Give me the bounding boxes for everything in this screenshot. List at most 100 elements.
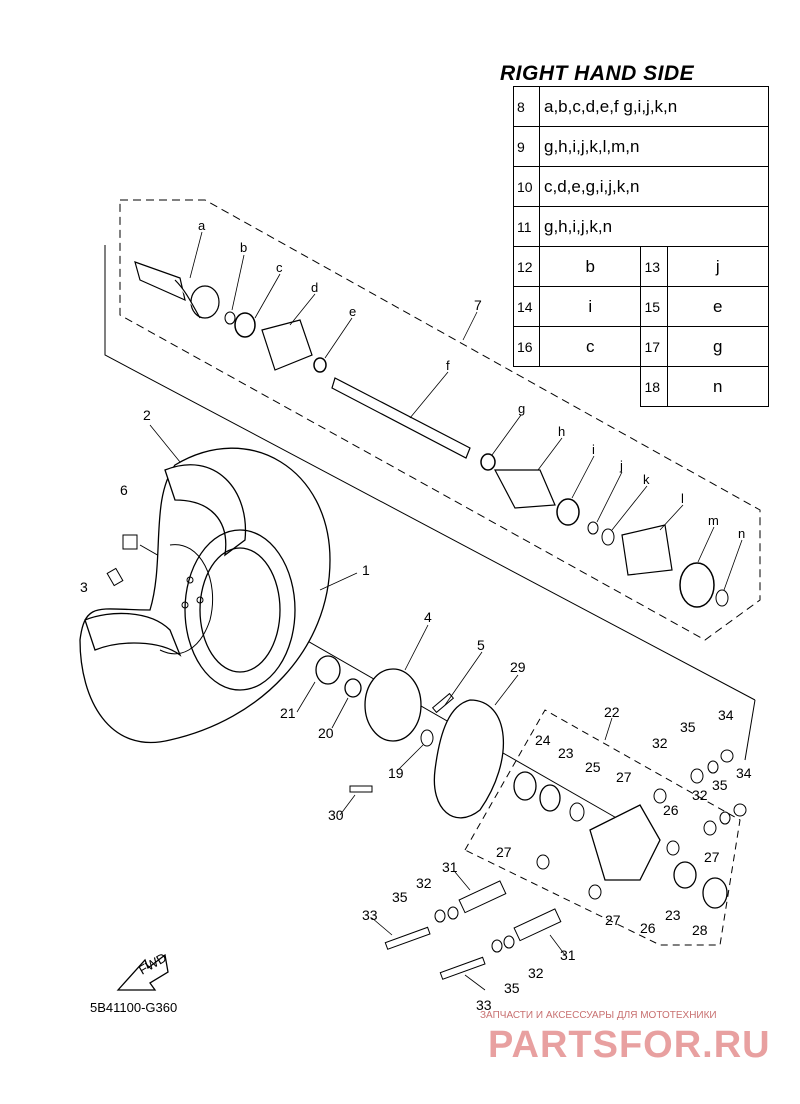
legend-row: 12 b 13 j (513, 246, 770, 287)
o-ring-19 (420, 729, 434, 747)
circlip-j (587, 521, 599, 535)
legend-num: 18 (640, 366, 668, 407)
svg-text:1: 1 (362, 562, 370, 578)
hub-4 (364, 668, 422, 742)
boot-h (494, 469, 556, 509)
shaft-f (331, 377, 471, 459)
bolt-33b (439, 956, 486, 980)
legend-row: 9 g,h,i,j,k,l,m,n (513, 126, 769, 167)
svg-text:35: 35 (680, 719, 696, 735)
legend-num: 15 (640, 286, 668, 327)
svg-text:19: 19 (388, 765, 404, 781)
svg-text:27: 27 (616, 769, 632, 785)
svg-text:f: f (446, 358, 450, 373)
legend-num: 8 (513, 86, 540, 127)
svg-text:n: n (738, 526, 745, 541)
svg-text:34: 34 (736, 765, 752, 781)
band-g (480, 453, 496, 471)
valve-3 (106, 567, 124, 587)
circlip-k (601, 528, 615, 546)
bolt-30 (349, 785, 373, 793)
watermark-logo: PARTSFOR.RU (488, 1024, 771, 1066)
legend-num: 14 (513, 286, 540, 327)
svg-text:33: 33 (362, 907, 378, 923)
legend-value: n (666, 366, 770, 407)
fwd-arrow: FWD (116, 950, 169, 991)
svg-text:35: 35 (392, 889, 408, 905)
svg-text:31: 31 (442, 859, 458, 875)
diagram-code: 5B41100-G360 (90, 1000, 178, 1015)
svg-text:c: c (276, 260, 283, 275)
svg-text:26: 26 (640, 920, 656, 936)
legend-blank (540, 367, 641, 407)
svg-text:20: 20 (318, 725, 334, 741)
circlip-b (224, 311, 236, 325)
svg-text:27: 27 (704, 849, 720, 865)
title: RIGHT HAND SIDE (500, 62, 695, 85)
svg-text:d: d (311, 280, 318, 295)
svg-text:h: h (558, 424, 565, 439)
svg-text:a: a (198, 218, 206, 233)
svg-text:26: 26 (663, 802, 679, 818)
collar-31b (513, 908, 562, 942)
legend-num: 16 (513, 326, 540, 367)
svg-text:32: 32 (692, 787, 708, 803)
shaft-group-outline (119, 199, 761, 641)
legend-value: c (538, 326, 642, 367)
legend-num: 10 (513, 166, 540, 207)
legend-value: g (666, 326, 770, 367)
brake-disc-29 (433, 699, 505, 819)
oil-seal-m (679, 562, 715, 608)
svg-text:22: 22 (604, 704, 620, 720)
oil-seal-28 (702, 877, 728, 909)
svg-text:28: 28 (692, 922, 708, 938)
legend-row: 16 c 17 g (513, 326, 770, 367)
legend-num: 12 (513, 246, 540, 287)
legend-row: 8 a,b,c,d,e,f g,i,j,k,n (513, 86, 769, 127)
svg-text:35: 35 (712, 777, 728, 793)
svg-text:35: 35 (504, 980, 520, 996)
bolt-33a (384, 926, 431, 950)
svg-text:k: k (643, 472, 650, 487)
legend-row: 14 i 15 e (513, 286, 770, 327)
knuckle-group-outline (464, 709, 741, 946)
svg-text:2: 2 (143, 407, 151, 423)
svg-text:34: 34 (718, 707, 734, 723)
circlip-n (715, 589, 729, 607)
cv-joint-outer (134, 261, 220, 319)
legend-value: e (666, 286, 770, 327)
number-labels-extra: 35 32 34 35 32 27 27 27 23 26 31 32 35 3… (476, 719, 752, 1013)
svg-text:27: 27 (496, 844, 512, 860)
svg-text:31: 31 (560, 947, 576, 963)
svg-text:30: 30 (328, 807, 344, 823)
svg-text:4: 4 (424, 609, 432, 625)
band-i (556, 498, 580, 526)
bearing-23b (673, 861, 697, 889)
svg-text:g: g (518, 401, 525, 416)
svg-text:32: 32 (652, 735, 668, 751)
number-labels: 1 2 3 4 5 6 7 19 20 21 22 23 24 25 26 27… (80, 297, 734, 938)
legend-num: 11 (513, 206, 540, 247)
knuckle (589, 804, 661, 881)
tire (79, 447, 331, 743)
band-c (234, 312, 256, 338)
svg-text:23: 23 (665, 907, 681, 923)
legend-num: 9 (513, 126, 540, 167)
legend-row: 11 g,h,i,j,k,n (513, 206, 769, 247)
letter-labels: a b c d e f g h i j k l m n (198, 218, 745, 541)
nut-6 (122, 534, 138, 550)
legend-value: j (666, 246, 770, 287)
svg-text:32: 32 (528, 965, 544, 981)
svg-text:5: 5 (477, 637, 485, 653)
legend-value: g,h,i,j,k,n (539, 206, 769, 247)
svg-text:m: m (708, 513, 719, 528)
assembly-outline (104, 245, 756, 701)
legend-value: i (538, 286, 642, 327)
watermark-tagline: ЗАПЧАСТИ И АКСЕССУАРЫ ДЛЯ МОТОТЕХНИКИ (480, 1010, 717, 1021)
boot-d (261, 319, 313, 371)
svg-text:32: 32 (416, 875, 432, 891)
svg-text:29: 29 (510, 659, 526, 675)
legend-row: 18 n (514, 366, 770, 407)
svg-text:3: 3 (80, 579, 88, 595)
bolt-5 (431, 692, 455, 714)
